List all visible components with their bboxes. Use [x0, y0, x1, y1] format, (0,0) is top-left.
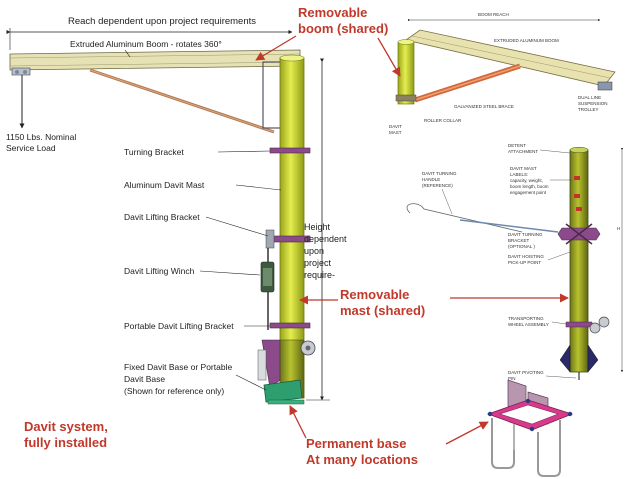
right-davit-mast: [569, 149, 589, 373]
top-boom: [405, 29, 616, 87]
roller-collar-label: ROLLER COLLAR: [424, 118, 462, 123]
detent-label-line1: DETENT: [508, 143, 526, 148]
mast-labels-line3: capacity, weight,: [510, 178, 543, 183]
callout-mast-line2: mast (shared): [340, 303, 425, 318]
mast-labels-line5: engagement point: [510, 190, 547, 195]
mast-base-fin-left: [559, 344, 571, 373]
handle-label-line3: (REFERENCE): [422, 183, 453, 188]
service-load-line1: 1150 Lbs. Nominal: [6, 132, 76, 142]
handle-label-line1: DAVIT TURNING: [422, 171, 457, 176]
base-label-line1: Fixed Davit Base or Portable: [124, 362, 232, 372]
mid-right-davit-diagram: H DETENT ATTACHMENT DAVIT MAST LABELS: c…: [406, 143, 624, 381]
pivot-label-line2: PIN: [508, 376, 516, 381]
mast-labels-line2: LABELS:: [510, 172, 528, 177]
height-line-5: require-: [304, 270, 335, 280]
mast-labels-line4: boom length, boom: [510, 184, 549, 189]
transport-wheel-1: [589, 322, 601, 334]
turning-bracket-label: Turning Bracket: [124, 147, 184, 157]
left-davit-diagram: Reach dependent upon project requirement…: [6, 16, 347, 405]
height-line-3: upon: [304, 246, 324, 256]
permanent-base-drawing: [486, 379, 574, 477]
callout-base-arrow-right: [445, 421, 489, 445]
portable-bracket-label: Portable Davit Lifting Bracket: [124, 321, 234, 331]
callout-boom-line1: Removable: [298, 5, 367, 20]
trolley-label-line2: SUSPENSION: [578, 101, 608, 106]
callout-base-line2: At many locations: [306, 452, 418, 467]
callout-mast-line1: Removable: [340, 287, 409, 302]
transport-wheel-2: [598, 316, 610, 328]
top-mast-label-line2: MAST: [389, 130, 402, 135]
callout-installed-line2: fully installed: [24, 435, 107, 450]
reach-label: Reach dependent upon project requirement…: [68, 16, 256, 27]
transport-label-line2: WHEEL ASSEMBLY: [508, 322, 549, 327]
lifting-winch-label: Davit Lifting Winch: [124, 266, 195, 276]
galvanized-brace-label: GALVANIZED STEEL BRACE: [454, 104, 514, 109]
top-davit-mast: [397, 41, 415, 105]
davit-base-plate: [261, 339, 281, 389]
handle-label-line2: HANDLE: [422, 177, 440, 182]
mast-labels-line1: DAVIT MAST: [510, 166, 537, 171]
callout-boom-arrow-left: [255, 35, 297, 61]
base-u-bolt-left: [491, 418, 515, 469]
height-mark: H: [617, 226, 620, 231]
hoisting-label-line2: PICK-UP POINT: [508, 260, 541, 265]
davit-mast-label: Aluminum Davit Mast: [124, 180, 205, 190]
trolley-label-line3: TROLLEY: [578, 107, 599, 112]
dual-line-trolley: [597, 81, 613, 91]
transport-label-line1: TRANSPORTING: [508, 316, 544, 321]
height-line-1: Height: [304, 222, 331, 232]
detent-label-line2: ATTACHMENT: [508, 149, 538, 154]
top-mast-label-line1: DAVIT: [389, 124, 402, 129]
lifting-bracket-label: Davit Lifting Bracket: [124, 212, 200, 222]
boom-trolley: [11, 67, 31, 76]
boom-label: Extruded Aluminum Boom - rotates 360°: [70, 39, 222, 49]
base-label-line3: (Shown for reference only): [124, 386, 224, 396]
portable-davit-lifting-bracket: [269, 322, 311, 329]
turning-bracket-right-line3: (OPTIONAL ): [508, 244, 535, 249]
callout-base-arrow-left: [289, 405, 307, 439]
extruded-boom-label: EXTRUDED ALUMINUM BOOM: [494, 38, 559, 43]
callout-boom-arrow-right: [377, 37, 401, 77]
base-u-bolt-right: [537, 420, 561, 477]
turning-bracket-right-line1: DAVIT TURNING: [508, 232, 543, 237]
roller-collar: [395, 94, 417, 102]
boom-mount-bracket: [262, 61, 282, 129]
service-load-line2: Service Load: [6, 143, 56, 153]
hoisting-label-line1: DAVIT HOISTING: [508, 254, 544, 259]
callout-base-line1: Permanent base: [306, 436, 406, 451]
turning-bracket-right-line2: BRACKET: [508, 238, 530, 243]
boom-reach-label: BOOM REACH: [478, 12, 509, 17]
height-line-2: dependent: [304, 234, 347, 244]
base-label-line2: Davit Base: [124, 374, 165, 384]
mast-base-fin-right: [587, 344, 599, 373]
callout-installed-line1: Davit system,: [24, 419, 108, 434]
callouts: Removable boom (shared) Removable mast (…: [24, 5, 569, 467]
davit-turning-handle: [406, 203, 523, 233]
callout-boom-line2: boom (shared): [298, 21, 388, 36]
trolley-label-line1: DUAL LINE: [578, 95, 601, 100]
top-right-davit-diagram: BOOM REACH EXTRUDED ALUMINUM BOOM GALVAN…: [389, 12, 616, 135]
pivot-label-line1: DAVIT PIVOTING: [508, 370, 544, 375]
fixed-davit-base: [263, 379, 303, 403]
height-line-4: project: [304, 258, 332, 268]
turning-bracket: [269, 147, 311, 154]
